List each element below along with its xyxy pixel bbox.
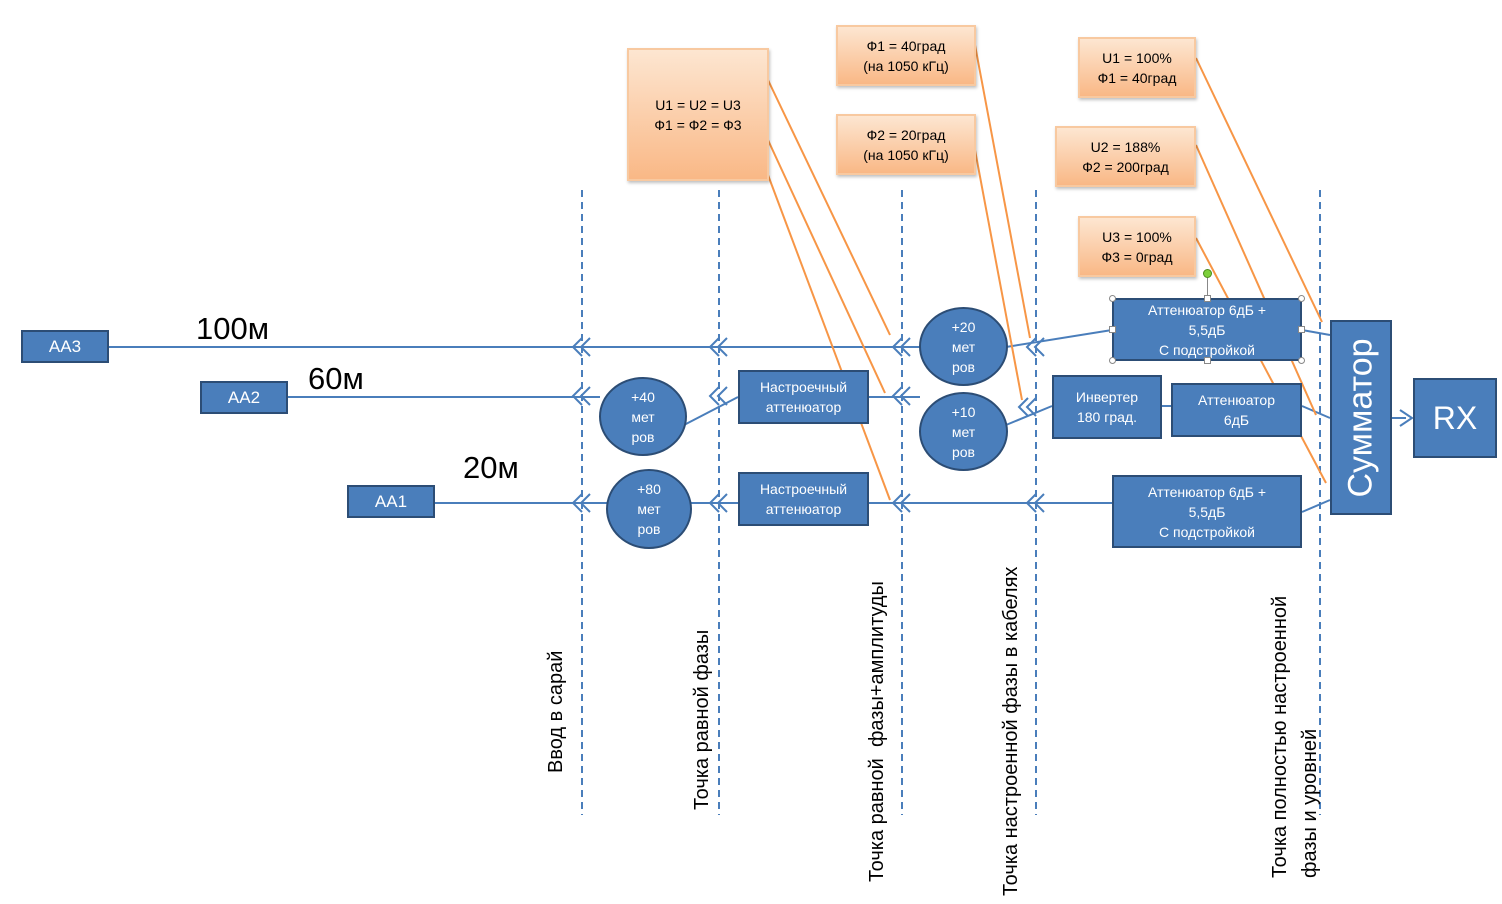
line-att-sum-2 [1301, 405, 1331, 419]
label-fully-tuned: Точка полностью настроенной фазы и уровн… [1269, 595, 1321, 878]
selection-handle[interactable] [1298, 357, 1305, 364]
line-aa3-att [1005, 329, 1113, 348]
callout-u2: U2 = 188% Ф2 = 200град [1055, 126, 1196, 187]
antenna-aa2[interactable]: AA2 [200, 381, 288, 414]
line-aa2-d [1005, 405, 1053, 426]
selection-handle[interactable] [1298, 295, 1305, 302]
label-equal-phase-amp: Точка равной фазы+амплитуды [866, 581, 888, 882]
rotation-stem [1207, 278, 1208, 296]
label-tuned-phase: Точка настроенной фазы в кабелях [1000, 566, 1022, 896]
attenuator-6db[interactable]: Аттенюатор 6дБ [1171, 383, 1302, 437]
label-equal-phase: Точка равной фазы [691, 629, 713, 810]
callout-u3: U3 = 100% Ф3 = 0град [1078, 216, 1196, 277]
summator[interactable]: Сумматор [1330, 320, 1392, 515]
length-100m: 100м [196, 311, 270, 346]
delay-plus80[interactable]: +80 мет ров [606, 469, 692, 549]
pointer-equal-1 [767, 79, 891, 336]
summator-label: Сумматор [1341, 337, 1380, 498]
rotation-handle[interactable] [1203, 269, 1212, 278]
callout-pointers [767, 44, 1327, 501]
selection-handle[interactable] [1109, 295, 1116, 302]
pointer-u1 [1195, 57, 1323, 323]
selection-handle[interactable] [1109, 326, 1116, 333]
attenuator-adjustable-top[interactable]: Аттенюатор 6дБ + 5,5дБ С подстройкой [1112, 298, 1302, 361]
signal-lines [108, 329, 1414, 513]
line-att-sum-3 [1301, 499, 1331, 513]
tuning-attenuator-aa2[interactable]: Настроечный аттенюатор [738, 370, 869, 424]
pointer-phi2 [974, 149, 1023, 401]
arrow-rx [1399, 409, 1414, 427]
selection-handle[interactable] [1109, 357, 1116, 364]
inverter-180[interactable]: Инвертер 180 град. [1052, 375, 1162, 439]
line-att-sum-1 [1301, 329, 1331, 336]
length-60m: 60м [308, 361, 364, 396]
chevrons [571, 337, 1045, 513]
delay-plus20[interactable]: +20 мет ров [919, 307, 1008, 386]
callout-phi2: Ф2 = 20град (на 1050 кГц) [836, 114, 976, 175]
rx-receiver[interactable]: RX [1413, 378, 1497, 458]
attenuator-adjustable-bottom[interactable]: Аттенюатор 6дБ + 5,5дБ С подстройкой [1112, 475, 1302, 548]
pointer-u2 [1195, 144, 1317, 416]
delay-plus40[interactable]: +40 мет ров [599, 377, 687, 456]
antenna-aa1[interactable]: AA1 [347, 485, 435, 518]
callout-u1: U1 = 100% Ф1 = 40град [1078, 37, 1196, 98]
line-aa2-b [683, 396, 739, 426]
pointer-equal-2 [767, 139, 886, 394]
selection-handle[interactable] [1204, 295, 1211, 302]
callout-phi1: Ф1 = 40град (на 1050 кГц) [836, 25, 976, 86]
length-20m: 20м [463, 450, 519, 485]
antenna-aa3[interactable]: AA3 [21, 330, 109, 363]
selection-handle[interactable] [1204, 357, 1211, 364]
callout-equal-u-phi: U1 = U2 = U3 Ф1 = Ф2 = Ф3 [627, 48, 769, 181]
tuning-attenuator-aa1[interactable]: Настроечный аттенюатор [738, 472, 869, 526]
pointer-equal-3 [767, 174, 891, 501]
delay-plus10[interactable]: +10 мет ров [919, 392, 1008, 471]
selection-handle[interactable] [1298, 326, 1305, 333]
label-entry: Ввод в сарай [545, 650, 567, 773]
pointer-phi1 [974, 44, 1031, 339]
